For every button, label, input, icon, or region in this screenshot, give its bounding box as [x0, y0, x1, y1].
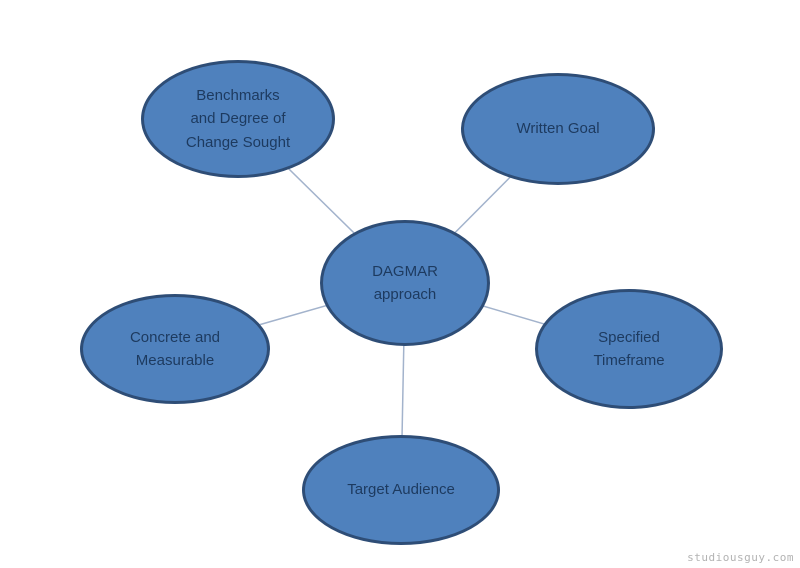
- node-specified-timeframe: Specified Timeframe: [535, 289, 723, 409]
- node-benchmarks-label: Benchmarks and Degree of Change Sought: [185, 87, 291, 151]
- watermark-text: studiousguy.com: [687, 551, 794, 564]
- node-written-goal-label: Written Goal: [516, 120, 600, 138]
- node-dagmar-approach: DAGMAR approach: [320, 220, 490, 346]
- node-written-goal: Written Goal: [461, 73, 655, 185]
- node-benchmarks: Benchmarks and Degree of Change Sought: [141, 60, 335, 178]
- node-target-audience: Target Audience: [302, 435, 500, 545]
- node-target-audience-label: Target Audience: [347, 481, 455, 499]
- node-concrete-measurable: Concrete and Measurable: [80, 294, 270, 404]
- node-concrete-measurable-label: Concrete and Measurable: [129, 328, 221, 369]
- node-dagmar-approach-label: DAGMAR approach: [372, 262, 438, 303]
- node-specified-timeframe-label: Specified Timeframe: [593, 328, 665, 369]
